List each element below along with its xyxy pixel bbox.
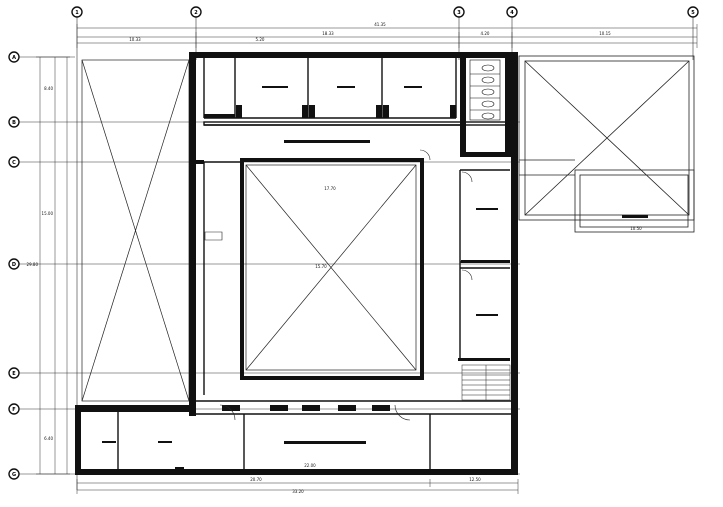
dim-hall-width: 22.00 [304, 463, 316, 468]
dim-top-seg-4: 10.15 [599, 31, 611, 36]
grid-lines [14, 12, 694, 490]
col-bubble-5: 5 [687, 6, 699, 18]
staircase [461, 364, 511, 401]
dim-top-seg-1: 10.33 [129, 37, 141, 42]
room-label-bars [102, 86, 498, 444]
col-bubble-5-label: 5 [691, 10, 695, 16]
dim-left-seg-3: 6.40 [44, 436, 53, 441]
row-bubble-f-label: F [12, 407, 15, 413]
col-bubble-4-label: 4 [510, 10, 514, 16]
dim-top-seg-2: 18.33 [322, 31, 334, 36]
row-bubble-g: G [8, 468, 20, 480]
terrace-label-bar [622, 215, 648, 218]
dim-terrace-width: 10.50 [630, 226, 642, 231]
dim-left-overall: 29.80 [27, 262, 39, 267]
dim-top-seg-5: 5.20 [256, 37, 265, 42]
col-bubble-4: 4 [506, 6, 518, 18]
row-bubble-c-label: C [12, 160, 16, 166]
col-bubble-1: 1 [71, 6, 83, 18]
col-bubble-3: 3 [453, 6, 465, 18]
dim-overall-top: 41.35 [374, 22, 386, 27]
main-walls [75, 52, 518, 475]
row-bubble-d: D [8, 258, 20, 270]
row-bubble-a: A [8, 51, 20, 63]
bottom-dimension-lines [76, 479, 519, 494]
col-bubble-1-label: 1 [75, 10, 79, 16]
top-dimension-lines [76, 24, 698, 48]
row-bubble-f: F [8, 403, 20, 415]
row-bubble-d-label: D [12, 262, 16, 268]
dim-courtyard-width: 17.70 [324, 186, 336, 191]
corridor-columns [175, 196, 518, 470]
dim-left-seg-1: 8.40 [44, 86, 53, 91]
row-bubble-g-label: G [12, 472, 16, 478]
col-bubble-3-label: 3 [457, 10, 461, 16]
toilet-fixtures [469, 59, 501, 121]
dim-courtyard-height: 15.70 [315, 264, 327, 269]
courtyard [245, 164, 417, 371]
right-terrace [518, 55, 695, 233]
door-swings [204, 149, 473, 421]
row-bubble-b-label: B [12, 120, 16, 126]
dim-overall-bottom: 33.20 [292, 489, 304, 494]
col-bubble-2: 2 [190, 6, 202, 18]
dim-bottom-seg-1: 20.70 [250, 477, 262, 482]
dim-left-seg-2: 15.00 [42, 211, 54, 216]
dim-bottom-seg-2: 12.50 [469, 477, 481, 482]
left-dimension-lines [36, 56, 70, 475]
col-bubble-2-label: 2 [194, 10, 198, 16]
row-bubble-e-label: E [12, 371, 16, 377]
row-bubble-c: C [8, 156, 20, 168]
wall-blocks [196, 52, 511, 411]
dim-top-seg-3: 4.20 [481, 31, 490, 36]
row-bubble-a-label: A [12, 55, 16, 61]
row-bubble-b: B [8, 116, 20, 128]
row-bubble-e: E [8, 367, 20, 379]
left-open-area [81, 59, 190, 402]
